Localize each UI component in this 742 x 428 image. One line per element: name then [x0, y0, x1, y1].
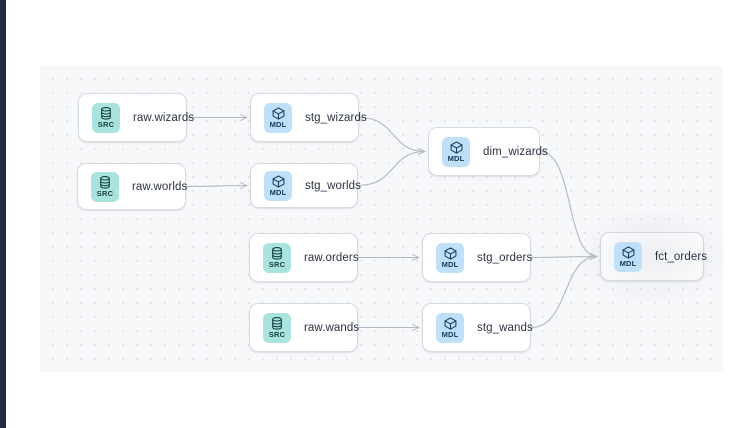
node-label: raw.worlds — [132, 180, 188, 193]
node-label: stg_wands — [477, 321, 533, 334]
node-label: stg_orders — [477, 251, 533, 264]
node-kind-badge-label: MDL — [619, 258, 637, 268]
lineage-node-raw_wands[interactable]: SRC raw.wands — [249, 303, 360, 352]
node-label: stg_worlds — [305, 179, 361, 192]
node-label: dim_wizards — [483, 145, 549, 158]
lineage-node-stg_wizards[interactable]: MDL stg_wizards — [250, 93, 367, 142]
lineage-node-raw_orders[interactable]: SRC raw.orders — [249, 233, 359, 282]
lineage-node-stg_wands[interactable]: MDL stg_wands — [422, 303, 533, 352]
cube-icon: MDL — [442, 136, 470, 167]
node-label: fct_orders — [655, 250, 708, 263]
node-kind-badge-label: SRC — [268, 329, 286, 339]
node-kind-badge-label: SRC — [97, 119, 115, 129]
cube-icon: MDL — [264, 102, 292, 133]
edge-stg_wizards-to-dim_wizards — [358, 116, 425, 152]
lineage-node-raw_wizards[interactable]: SRC raw.wizards — [78, 93, 194, 142]
node-kind-badge-label: MDL — [447, 153, 465, 163]
lineage-node-stg_orders[interactable]: MDL stg_orders — [422, 233, 533, 282]
edge-stg_worlds-to-dim_wizards — [357, 152, 425, 187]
cube-icon: MDL — [264, 170, 292, 201]
node-label: raw.orders — [304, 251, 359, 264]
node-kind-badge-label: MDL — [269, 119, 287, 129]
node-label: raw.wizards — [133, 111, 195, 124]
node-kind-badge-label: MDL — [269, 187, 287, 197]
node-kind-badge-label: MDL — [441, 259, 459, 269]
node-label: stg_wizards — [305, 111, 367, 124]
cube-icon: MDL — [436, 312, 464, 343]
node-kind-badge-label: SRC — [96, 188, 114, 198]
cube-icon: MDL — [436, 242, 464, 273]
node-kind-badge-label: SRC — [268, 259, 286, 269]
database-icon: SRC — [91, 171, 119, 202]
lineage-node-raw_worlds[interactable]: SRC raw.worlds — [77, 163, 188, 210]
node-kind-badge-label: MDL — [441, 329, 459, 339]
database-icon: SRC — [92, 102, 120, 133]
database-icon: SRC — [263, 312, 291, 343]
node-label: raw.wands — [304, 321, 360, 334]
lineage-node-dim_wizards[interactable]: MDL dim_wizards — [428, 127, 548, 176]
edge-raw_worlds-to-stg_worlds — [185, 186, 247, 187]
database-icon: SRC — [263, 242, 291, 273]
lineage-node-stg_worlds[interactable]: MDL stg_worlds — [250, 163, 361, 208]
lineage-node-fct_orders[interactable]: MDL fct_orders — [579, 211, 723, 302]
cube-icon: MDL — [614, 241, 642, 272]
left-nav-rail — [0, 0, 6, 428]
